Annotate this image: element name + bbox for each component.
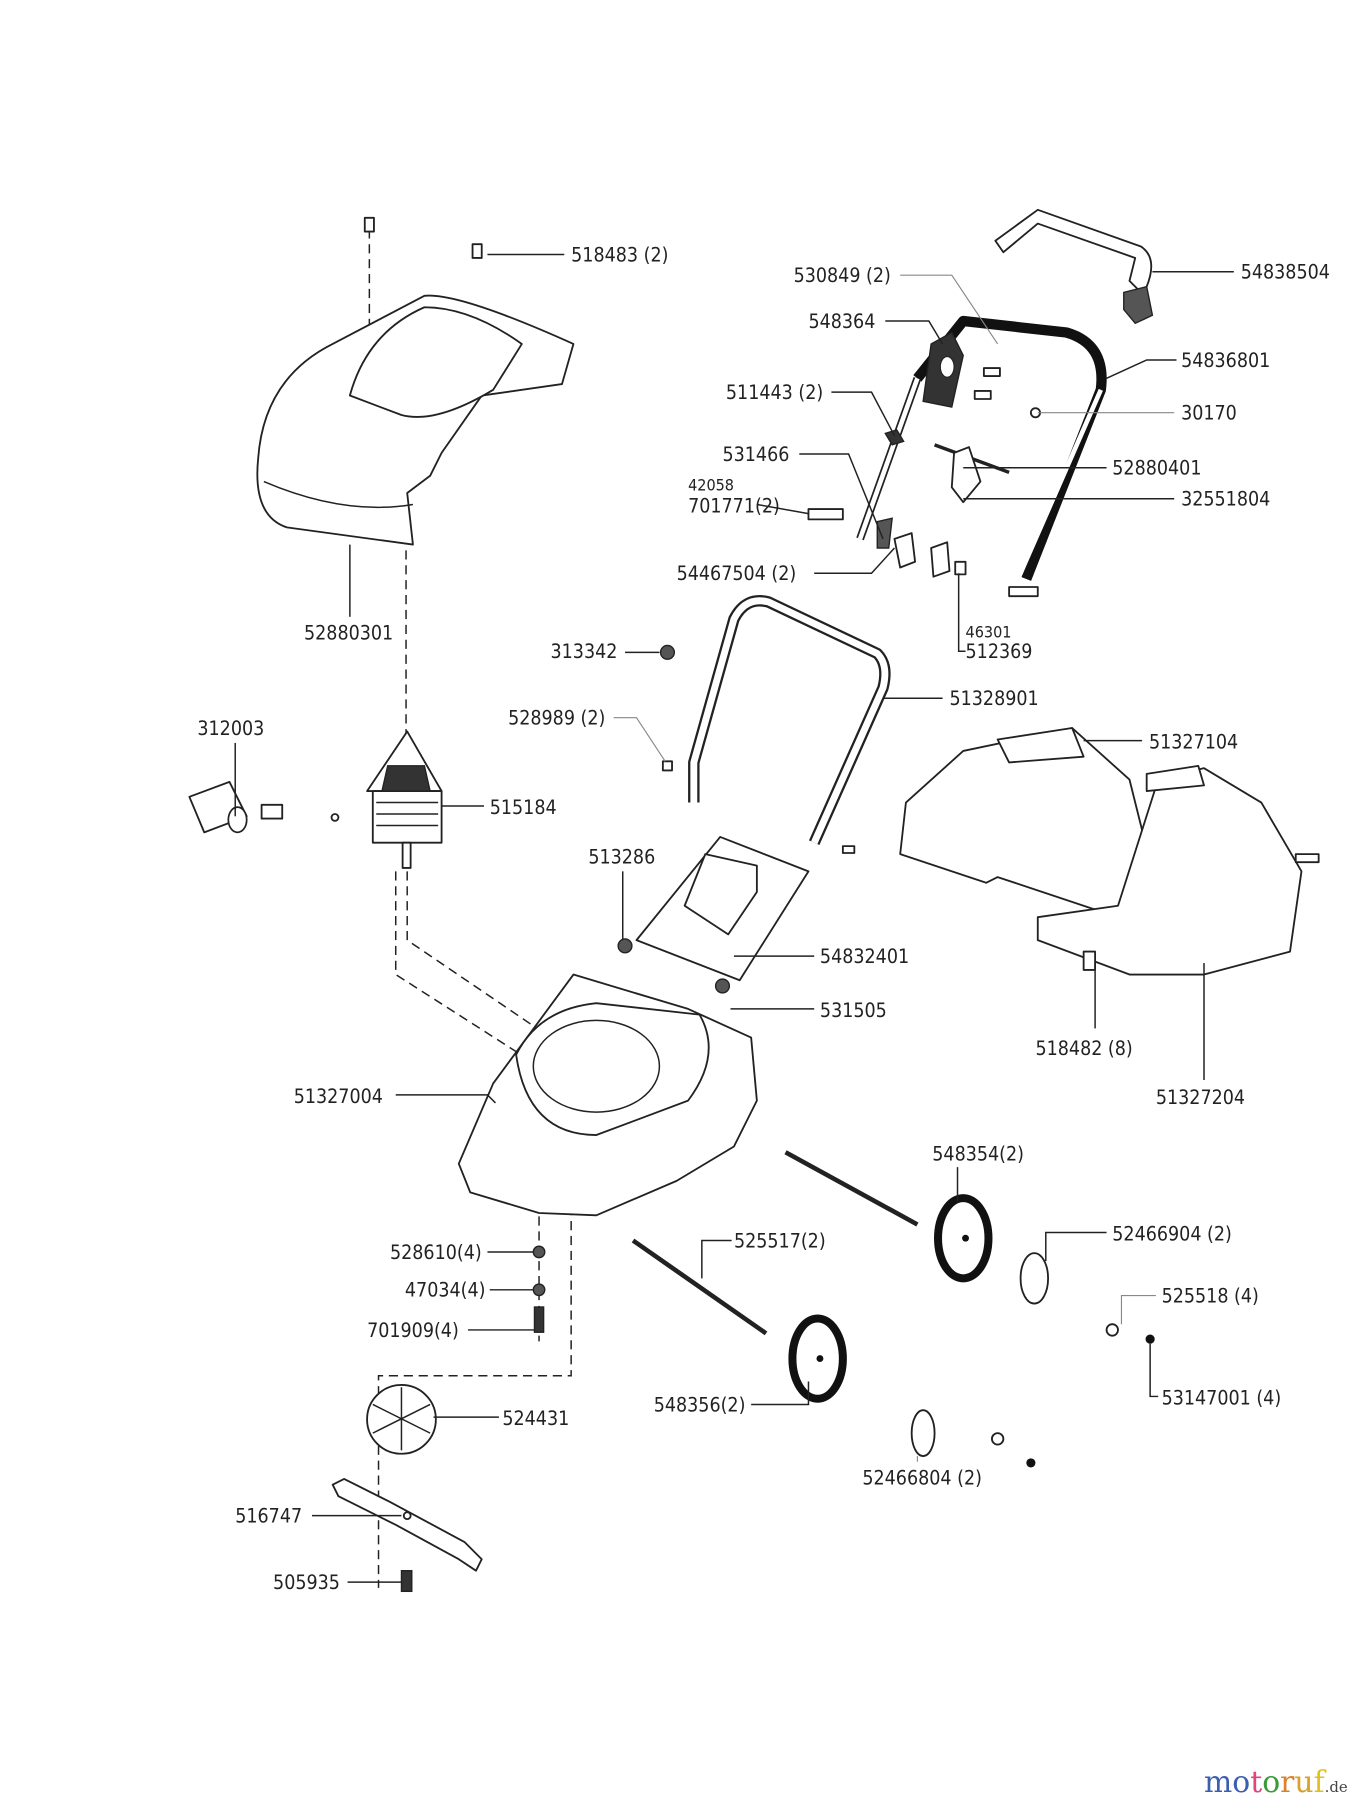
cable-52880401: [933, 443, 1010, 504]
label-52880401: 52880401: [1112, 457, 1201, 480]
label-525517: 525517(2): [734, 1229, 826, 1252]
capacitor-312003: [188, 780, 284, 834]
label-32551804: 32551804: [1181, 488, 1270, 511]
watermark-letter: t: [1250, 1765, 1262, 1800]
label-54467504: 54467504 (2): [677, 562, 797, 585]
label-51327104: 51327104: [1149, 731, 1238, 754]
blade-516747: [331, 1478, 483, 1572]
label-52466804: 52466804 (2): [862, 1467, 982, 1490]
axle-rear: [784, 1150, 919, 1227]
screw-lower-right: [1008, 586, 1039, 598]
screw-528989: [661, 760, 673, 772]
label-548354: 548354(2): [932, 1142, 1024, 1165]
motoruf-watermark: motoruf.de: [1204, 1765, 1348, 1800]
screw-518483-left: [363, 216, 375, 233]
label-46301: 46301: [966, 622, 1012, 641]
lower-handle-51328901: [688, 595, 891, 846]
nut-313342: [659, 644, 676, 660]
label-515184: 515184: [490, 796, 557, 819]
label-701909: 701909(4): [367, 1319, 459, 1342]
label-47034: 47034(4): [405, 1279, 486, 1302]
label-511443: 511443 (2): [726, 381, 823, 404]
spring-513286: [617, 938, 633, 954]
motor-cover-52880301: [256, 294, 575, 546]
handle-grip-54838504: [994, 208, 1154, 325]
label-54836801: 54836801: [1181, 349, 1270, 372]
screw-handle: [841, 845, 856, 854]
part-labels: 518483 (2) 54838504 530849 (2) 548364 54…: [197, 243, 1330, 1594]
label-505935: 505935: [273, 1571, 340, 1594]
label-531466: 531466: [722, 443, 789, 466]
watermark-suffix: .de: [1325, 1778, 1348, 1796]
screw-518482: [1082, 950, 1097, 971]
screws-530849: [973, 367, 1001, 400]
label-312003: 312003: [197, 717, 264, 740]
label-51328901: 51328901: [949, 687, 1038, 710]
label-512369: 512369: [966, 640, 1033, 663]
label-51327004: 51327004: [294, 1085, 383, 1108]
clip-531466: [876, 517, 893, 549]
bolt-505935: [400, 1570, 413, 1593]
flap-54832401: [635, 836, 810, 982]
upper-handle-54836801: [856, 315, 1107, 581]
screw-grass-box: [1294, 853, 1320, 864]
watermark-letter: u: [1294, 1765, 1313, 1800]
label-525518: 525518 (4): [1162, 1284, 1259, 1307]
label-518482: 518482 (8): [1035, 1037, 1132, 1060]
bolt-701771: [807, 508, 844, 521]
wheel-548354: [934, 1194, 993, 1283]
axle-front-525517: [631, 1238, 768, 1336]
watermark-letter: o: [1262, 1765, 1280, 1800]
label-524431: 524431: [502, 1407, 569, 1430]
washer-512369: [954, 560, 967, 576]
label-52466904: 52466904 (2): [1112, 1223, 1232, 1246]
label-548364: 548364: [808, 310, 875, 333]
knob-511443: [884, 429, 905, 446]
hubcap-52466804: [910, 1409, 936, 1457]
bolt-701909: [533, 1306, 545, 1333]
label-530849: 530849 (2): [794, 264, 891, 287]
watermark-letter: o: [1232, 1765, 1250, 1800]
spring-531505: [714, 978, 731, 994]
motor-515184: [330, 730, 443, 869]
hubcap-52466904: [1019, 1252, 1050, 1305]
deck-51327004: [457, 973, 758, 1217]
screw-518483-right: [471, 243, 483, 259]
watermark-letter: r: [1280, 1765, 1295, 1800]
label-30170: 30170: [1181, 402, 1237, 425]
grass-box-bottom-51327204: [1036, 764, 1303, 976]
label-701771: 701771(2): [688, 494, 780, 517]
knobs-54467504: [893, 532, 951, 578]
switch-box-548364: [922, 331, 964, 408]
label-313342: 313342: [551, 640, 618, 663]
fan-524431: [366, 1384, 437, 1455]
label-52880301: 52880301: [304, 622, 393, 645]
wheel-548356: [788, 1314, 847, 1403]
leader-lines: [234, 253, 1234, 1583]
label-54832401: 54832401: [820, 945, 909, 968]
watermark-letter: m: [1204, 1765, 1232, 1800]
label-42058: 42058: [688, 476, 734, 495]
label-531505: 531505: [820, 999, 887, 1022]
grass-box-top-51327104: [899, 727, 1148, 919]
label-528989: 528989 (2): [508, 707, 605, 730]
washer-528610: [532, 1245, 546, 1259]
watermark-letter: f: [1314, 1765, 1327, 1800]
label-518483: 518483 (2): [571, 243, 668, 266]
label-548356: 548356(2): [654, 1393, 746, 1416]
label-513286: 513286: [588, 845, 655, 868]
label-54838504: 54838504: [1241, 261, 1330, 284]
washer-47034: [532, 1283, 546, 1297]
label-51327204: 51327204: [1156, 1086, 1245, 1109]
label-516747: 516747: [235, 1505, 302, 1528]
label-53147001: 53147001 (4): [1162, 1386, 1282, 1409]
label-528610: 528610(4): [390, 1241, 482, 1264]
cap-53147001: [1026, 1334, 1155, 1468]
nut-525518: [990, 1323, 1119, 1446]
